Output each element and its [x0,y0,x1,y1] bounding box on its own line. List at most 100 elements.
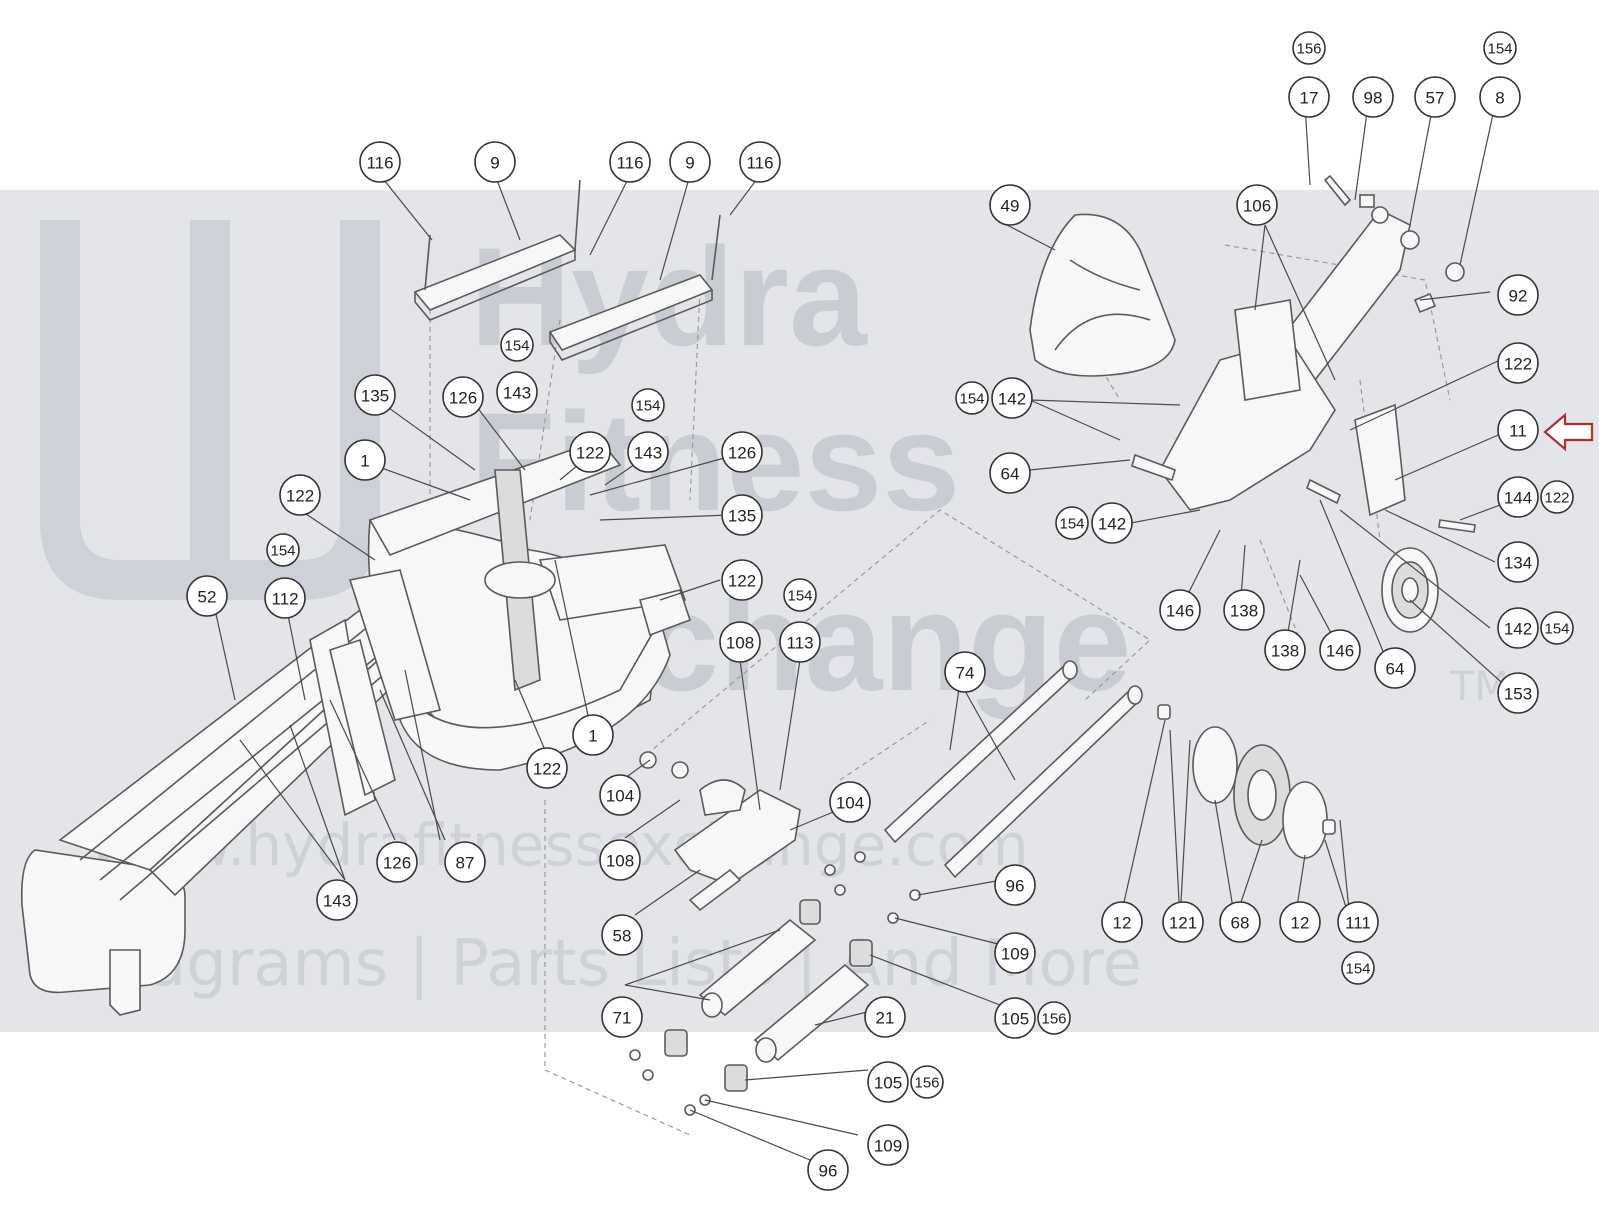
callout-label: 92 [1509,287,1528,306]
callout-108: 108 [599,839,641,881]
callout-circle [1352,76,1394,118]
callout-153: 153 [1497,672,1539,714]
callout-label: 154 [1487,41,1512,58]
callout-label: 71 [613,1009,632,1028]
callout-122: 122 [526,747,568,789]
callout-label: 87 [456,854,475,873]
carriage-part [673,779,801,912]
callout-52: 52 [186,575,228,617]
callout-138: 138 [1223,589,1265,631]
callout-circle [1223,589,1265,631]
callout-109: 109 [994,932,1036,974]
callout-146: 146 [1319,629,1361,671]
pulley-part [1381,547,1439,633]
callout-circle [910,1065,944,1099]
callout-106: 106 [1236,184,1278,226]
callout-8: 8 [1479,76,1521,118]
callout-label: 143 [634,444,662,463]
callout-circle [719,621,761,663]
callout-circle [721,431,763,473]
callout-circle [955,381,989,415]
bushings-washers [629,751,921,1116]
callout-circle [1497,274,1539,316]
callout-label: 21 [876,1009,895,1028]
callout-label: 122 [533,760,561,779]
callout-circle [994,997,1036,1039]
callout-circle [316,879,358,921]
callout-circle [989,452,1031,494]
callout-label: 122 [728,572,756,591]
callout-17: 17 [1288,76,1330,118]
callout-label: 154 [1345,961,1370,978]
callout-circle [264,577,306,619]
callout-111: 111 [1337,901,1379,943]
callout-98: 98 [1352,76,1394,118]
callout-label: 105 [874,1074,902,1093]
callout-49: 49 [989,184,1031,226]
callout-circle [1292,31,1326,65]
callout-label: 122 [1544,490,1569,507]
callout-circle [1479,76,1521,118]
callout-circle [1374,647,1416,689]
leader-lines [211,104,1511,1161]
callout-circle [1540,611,1574,645]
callout-label: 144 [1504,489,1532,508]
callout-126: 126 [721,431,763,473]
callout-circle [354,374,396,416]
callout-label: 126 [728,444,756,463]
callout-circle [599,839,641,881]
callout-116: 116 [359,141,401,183]
callout-57: 57 [1414,76,1456,118]
callout-label: 49 [1001,197,1020,216]
callout-label: 154 [1544,621,1569,638]
callout-circle [994,864,1036,906]
callout-105: 105 [994,997,1036,1039]
callout-label: 108 [726,634,754,653]
callout-156: 156 [1037,1001,1071,1035]
callout-label: 138 [1230,602,1258,621]
callout-96: 96 [807,1149,849,1191]
callout-138: 138 [1264,629,1306,671]
callout-circle [1497,672,1539,714]
callout-122: 122 [279,474,321,516]
callout-circle [500,328,534,362]
callout-circle [669,141,711,183]
callout-label: 156 [914,1075,939,1092]
callout-121: 121 [1162,901,1204,943]
callout-label: 64 [1386,660,1405,679]
callout-label: 134 [1504,554,1532,573]
callout-126: 126 [376,841,418,883]
callout-116: 116 [609,141,651,183]
callout-104: 104 [829,781,871,823]
callout-circle [444,841,486,883]
callout-circle [1091,502,1133,544]
lever-arm-assembly [1131,174,1476,533]
callout-64: 64 [1374,647,1416,689]
callout-label: 135 [361,387,389,406]
callout-label: 109 [1001,945,1029,964]
callout-circle [266,533,300,567]
callout-circle [739,141,781,183]
callout-1: 1 [344,439,386,481]
seat-part [1029,213,1176,377]
callout-11: 11 [1497,409,1539,451]
callout-circle [376,841,418,883]
top-brackets [413,179,721,361]
callout-label: 11 [1509,422,1527,441]
callout-label: 8 [1495,89,1504,108]
callout-label: 105 [1001,1010,1029,1029]
callout-circle [991,377,1033,419]
callout-circle [994,932,1036,974]
callout-142: 142 [1091,502,1133,544]
callout-circle [1037,1001,1071,1035]
callout-circle [721,559,763,601]
callout-circle [1162,901,1204,943]
callout-label: 122 [576,444,604,463]
callout-label: 96 [1006,877,1025,896]
callout-126: 126 [442,376,484,418]
callout-circle [1497,409,1539,451]
callout-circle [609,141,651,183]
callout-circle [359,141,401,183]
callout-circle [474,141,516,183]
